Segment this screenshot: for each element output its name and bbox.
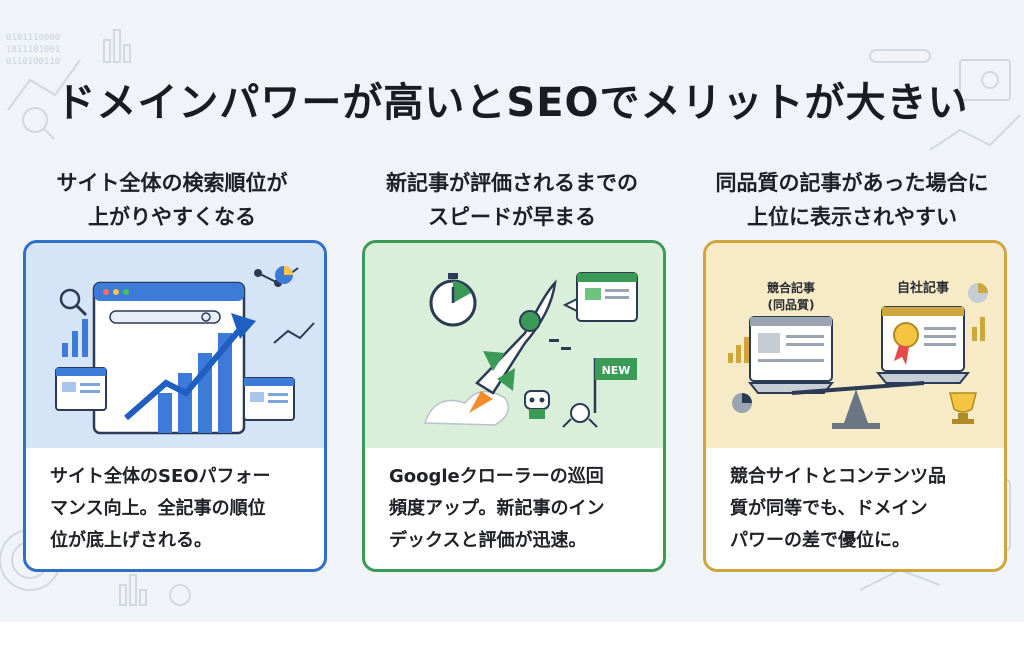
ranking-illustration: [26, 243, 324, 448]
indexing-illustration: NEW: [365, 243, 663, 448]
heading-line: 上がりやすくなる: [88, 205, 256, 229]
desc-line: Googleクローラーの巡回: [389, 466, 604, 487]
svg-text:0110100110: 0110100110: [6, 57, 60, 67]
card-description: Googleクローラーの巡回 頻度アップ。新記事のイン デックスと評価が迅速。: [389, 461, 651, 557]
heading-line: 新記事が評価されるまでの: [386, 171, 638, 195]
background-decoration: 0101110000 1011101001 0110100110: [0, 29, 1021, 606]
new-badge: NEW: [602, 364, 631, 377]
own-label: 自社記事: [896, 281, 949, 296]
desc-line: 位が底上げされる。: [50, 530, 212, 551]
heading-line: 上位に表示されやすい: [747, 205, 957, 229]
desc-line: マンス向上。全記事の順位: [50, 498, 266, 519]
svg-text:1011101001: 1011101001: [6, 45, 60, 55]
desc-line: サイト全体のSEOパフォー: [50, 466, 271, 487]
desc-line: 質が同等でも、ドメイン: [730, 498, 928, 519]
card-ranking-advantage: 競合記事 (同品質) 自社記事 競合サイトとコンテンツ品 質が同等でも、ドメイン…: [703, 240, 1007, 572]
card-description: 競合サイトとコンテンツ品 質が同等でも、ドメイン パワーの差で優位に。: [730, 461, 992, 557]
column-heading-1: サイト全体の検索順位が 上がりやすくなる: [12, 166, 332, 234]
heading-line: サイト全体の検索順位が: [56, 171, 288, 195]
column-heading-2: 新記事が評価されるまでの スピードが早まる: [352, 166, 672, 234]
card-site-ranking: サイト全体のSEOパフォー マンス向上。全記事の順位 位が底上げされる。: [23, 240, 327, 572]
desc-line: デックスと評価が迅速。: [389, 530, 587, 551]
heading-line: スピードが早まる: [428, 205, 596, 229]
desc-line: 頻度アップ。新記事のイン: [389, 498, 605, 519]
svg-text:0101110000: 0101110000: [6, 33, 60, 43]
label-line: (同品質): [767, 298, 815, 312]
balance-illustration: 競合記事 (同品質) 自社記事: [706, 243, 1004, 448]
card-description: サイト全体のSEOパフォー マンス向上。全記事の順位 位が底上げされる。: [50, 461, 312, 557]
column-heading-3: 同品質の記事があった場合に 上位に表示されやすい: [692, 166, 1012, 234]
rocket-icon: NEW: [423, 272, 638, 428]
desc-line: パワーの差で優位に。: [730, 530, 910, 551]
card-indexing-speed: NEW Googleクローラーの巡回 頻度アップ。新記事のイン デックスと評価が…: [362, 240, 666, 572]
desc-line: 競合サイトとコンテンツ品: [730, 466, 946, 487]
competitor-label: 競合記事 (同品質): [750, 279, 832, 313]
browser-growth-chart-icon: [55, 266, 315, 435]
balance-scale-icon: [728, 283, 988, 429]
page-title: ドメインパワーが高いとSEOでメリットが大きい: [55, 80, 969, 126]
heading-line: 同品質の記事があった場合に: [715, 171, 989, 195]
label-line: 競合記事: [766, 281, 815, 295]
